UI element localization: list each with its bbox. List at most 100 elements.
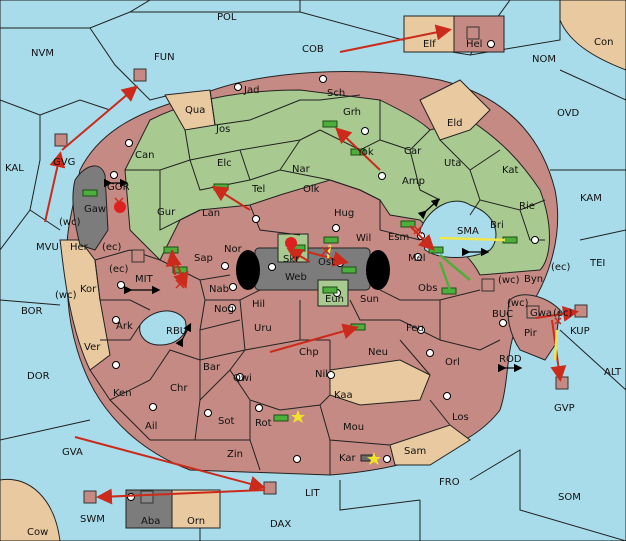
- fleet-unit-buc: [481, 278, 495, 292]
- coast-tag-gwa-ec: (ec): [553, 308, 573, 319]
- fleet-unit-fun: [133, 68, 147, 82]
- label-orl: Orl: [445, 357, 460, 368]
- label-mit: MIT: [135, 274, 154, 285]
- label-car: Car: [404, 146, 422, 157]
- label-alt: ALT: [604, 367, 622, 378]
- label-nar: Nar: [292, 164, 311, 175]
- army-unit-grh: [322, 120, 338, 128]
- label-wil: Wil: [356, 233, 371, 244]
- province-ver[interactable]: [59, 239, 111, 371]
- province-orn[interactable]: [171, 489, 221, 529]
- coast-tag-kor-wc: (wc): [55, 290, 77, 301]
- province-pir-gwa[interactable]: [507, 294, 561, 361]
- label-fro: FRO: [439, 477, 460, 488]
- label-bar: Bar: [203, 362, 221, 373]
- label-buc: BUC: [492, 309, 513, 320]
- label-lan: Lan: [202, 208, 220, 219]
- label-yok: Yok: [356, 147, 374, 158]
- label-kaa: Kaa: [334, 390, 353, 401]
- label-chr: Chr: [170, 383, 188, 394]
- label-eld: Eld: [447, 118, 462, 129]
- label-gvp: GVP: [554, 403, 575, 414]
- label-gvg: GVG: [53, 157, 75, 168]
- label-skr: Skr: [283, 254, 300, 265]
- label-nor: Nor: [224, 244, 243, 255]
- label-gur: Gur: [157, 207, 176, 218]
- center-hub-left: [236, 250, 260, 290]
- label-tei: TEI: [589, 258, 605, 269]
- label-ver: Ver: [84, 342, 101, 353]
- fleet-unit-aba: [140, 490, 154, 504]
- label-pol: POL: [217, 12, 237, 23]
- army-unit-ost: [341, 266, 357, 274]
- label-dor: DOR: [27, 371, 50, 382]
- label-gor: GOR: [107, 182, 130, 193]
- fleet-unit-lit: [263, 481, 277, 495]
- label-nog: Nog: [214, 304, 234, 315]
- fleet-unit-her: [131, 249, 145, 263]
- label-esm: Esm: [388, 232, 409, 243]
- label-uru: Uru: [254, 323, 272, 334]
- army-unit-rot: [273, 414, 289, 422]
- label-byn: Byn: [524, 274, 543, 285]
- label-kor: Kor: [80, 284, 97, 295]
- label-nil: Nil: [315, 369, 328, 380]
- fleet-unit-gwa: [526, 305, 540, 319]
- label-ovd: OVD: [557, 108, 580, 119]
- coast-tag-her-ec: (ec): [102, 242, 122, 253]
- army-unit-wil: [323, 236, 339, 244]
- label-web: Web: [285, 272, 307, 283]
- fleet-unit-gvg: [54, 133, 68, 147]
- label-mvu: MVU: [36, 242, 59, 253]
- army-unit-sap: [163, 246, 179, 254]
- label-hel: Hel: [466, 39, 482, 50]
- fleet-unit-kup: [574, 304, 588, 318]
- label-amp: Amp: [402, 176, 425, 187]
- label-nvm: NVM: [31, 48, 54, 59]
- army-unit-sma: [502, 236, 518, 244]
- order-arrows: [44, 24, 579, 505]
- label-elf: Elf: [423, 39, 436, 50]
- label-sma: SMA: [457, 226, 479, 237]
- label-kup: KUP: [570, 326, 590, 337]
- label-gaw: Gaw: [84, 204, 106, 215]
- army-unit-gor: [82, 189, 98, 197]
- label-rod: ROD: [499, 354, 522, 365]
- label-ail: Ail: [145, 421, 157, 432]
- label-orn: Orn: [187, 516, 205, 527]
- label-ost: Ost: [318, 257, 335, 268]
- label-bor: BOR: [21, 306, 43, 317]
- label-kat: Kat: [502, 165, 519, 176]
- star-marker-rot: [291, 410, 305, 423]
- label-som: SOM: [558, 492, 581, 503]
- label-qwi: Qwi: [233, 373, 252, 384]
- label-olk: Olk: [303, 184, 320, 195]
- province-sam[interactable]: [389, 424, 471, 466]
- label-feu: Feu: [406, 323, 424, 334]
- label-mou: Mou: [343, 422, 364, 433]
- label-chp: Chp: [299, 347, 319, 358]
- label-cob: COB: [302, 44, 324, 55]
- dislodged-marker-skr: [285, 237, 297, 249]
- province-eld[interactable]: [419, 79, 491, 141]
- label-mel: Mel: [408, 253, 426, 264]
- fleet-unit-gvp: [555, 376, 569, 390]
- label-hil: Hil: [252, 299, 265, 310]
- label-los: Los: [452, 412, 469, 423]
- label-elc: Elc: [217, 158, 232, 169]
- coast-tag-kor-ec: (ec): [109, 264, 129, 275]
- army-unit-esm: [400, 220, 416, 228]
- label-gva: GVA: [62, 447, 83, 458]
- label-fun: FUN: [154, 52, 175, 63]
- fleet-unit-swm: [83, 490, 97, 504]
- province-gaw[interactable]: [72, 165, 109, 251]
- label-rot: Rot: [255, 418, 272, 429]
- label-uta: Uta: [444, 158, 461, 169]
- star-marker-kar: [367, 452, 381, 465]
- label-aba: Aba: [141, 516, 160, 527]
- label-zin: Zin: [227, 449, 243, 460]
- coast-tag-gaw-wc: (wc): [59, 217, 81, 228]
- label-kar: Kar: [339, 453, 357, 464]
